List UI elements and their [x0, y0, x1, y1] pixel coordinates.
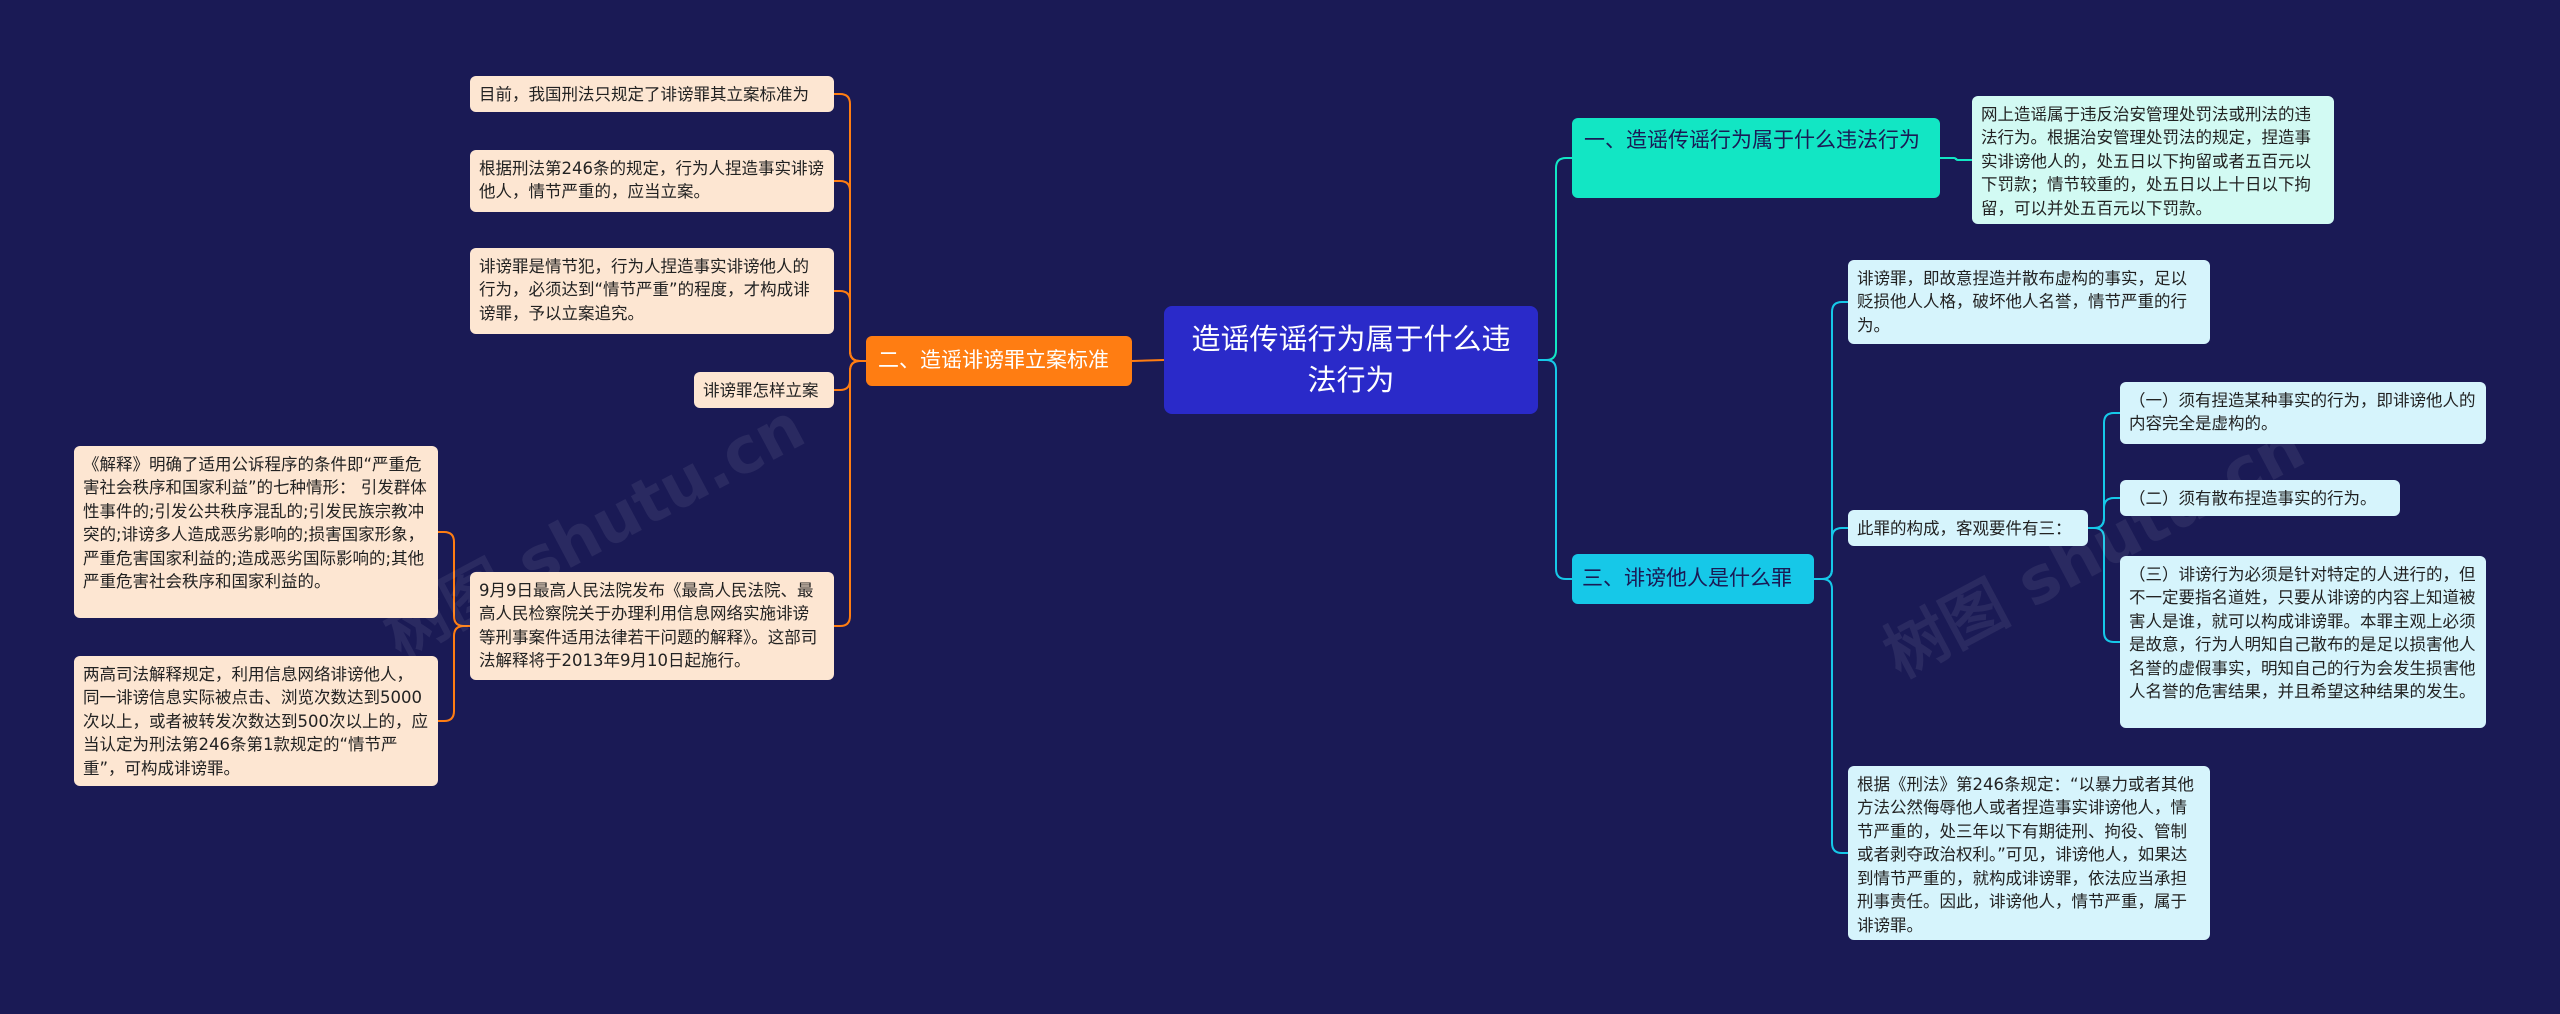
link-b3-subleaf: [2088, 527, 2120, 643]
root-topic[interactable]: 造谣传谣行为属于什么违法行为: [1164, 306, 1538, 414]
leaf-criminal-law-246[interactable]: 根据《刑法》第246条规定：“以暴力或者其他方法公然侮辱他人或者捏造事实诽谤他人…: [1848, 766, 2210, 940]
leaf-how-to-file[interactable]: 诽谤罪怎样立案: [694, 372, 834, 408]
link-b3-subleaf: [2088, 497, 2120, 529]
subleaf-specific-person[interactable]: （三）诽谤行为必须是针对特定的人进行的，但不一定要指名道姓，只要从诽谤的内容上知…: [2120, 556, 2486, 728]
link-b2-leaf: [834, 360, 866, 627]
leaf-circumstantial-crime[interactable]: 诽谤罪是情节犯，行为人捏造事实诽谤他人的行为，必须达到“情节严重”的程度，才构成…: [470, 248, 834, 334]
leaf-objective-elements[interactable]: 此罪的构成，客观要件有三：: [1848, 510, 2088, 546]
link-b2-subleaf: [438, 625, 470, 722]
subleaf-seven-circumstances[interactable]: 《解释》明确了适用公诉程序的条件即“严重危害社会秩序和国家利益”的七种情形： 引…: [74, 446, 438, 618]
leaf-public-security-law[interactable]: 网上造谣属于违反治安管理处罚法或刑法的违法行为。根据治安管理处罚法的规定，捏造事…: [1972, 96, 2334, 224]
link-b1-leaf: [1940, 157, 1972, 161]
link-b2-leaf: [834, 290, 866, 362]
branch-filing-standard[interactable]: 二、造谣诽谤罪立案标准: [866, 336, 1132, 386]
subleaf-fabrication[interactable]: （一）须有捏造某种事实的行为，即诽谤他人的内容完全是虚构的。: [2120, 382, 2486, 444]
leaf-article-246[interactable]: 根据刑法第246条的规定，行为人捏造事实诽谤他人，情节严重的，应当立案。: [470, 150, 834, 212]
link-b3-leaf: [1814, 301, 1848, 580]
link-root-b1: [1538, 157, 1572, 361]
branch-illegal-act[interactable]: 一、造谣传谣行为属于什么违法行为: [1572, 118, 1940, 198]
leaf-current-standard[interactable]: 目前，我国刑法只规定了诽谤罪其立案标准为: [470, 76, 834, 112]
link-b3-leaf: [1814, 527, 1848, 580]
branch-defamation-crime[interactable]: 三、诽谤他人是什么罪: [1572, 554, 1814, 604]
subleaf-click-threshold[interactable]: 两高司法解释规定，利用信息网络诽谤他人，同一诽谤信息实际被点击、浏览次数达到50…: [74, 656, 438, 786]
link-b2-subleaf: [438, 531, 470, 627]
link-b3-leaf: [1814, 578, 1848, 854]
link-root-b3: [1538, 359, 1572, 580]
subleaf-dissemination[interactable]: （二）须有散布捏造事实的行为。: [2120, 480, 2400, 516]
leaf-defamation-definition[interactable]: 诽谤罪，即故意捏造并散布虚构的事实，足以贬损他人人格，破坏他人名誉，情节严重的行…: [1848, 260, 2210, 344]
link-root-left: [1131, 359, 1165, 362]
leaf-judicial-interpretation[interactable]: 9月9日最高人民法院发布《最高人民法院、最高人民检察院关于办理利用信息网络实施诽…: [470, 572, 834, 680]
